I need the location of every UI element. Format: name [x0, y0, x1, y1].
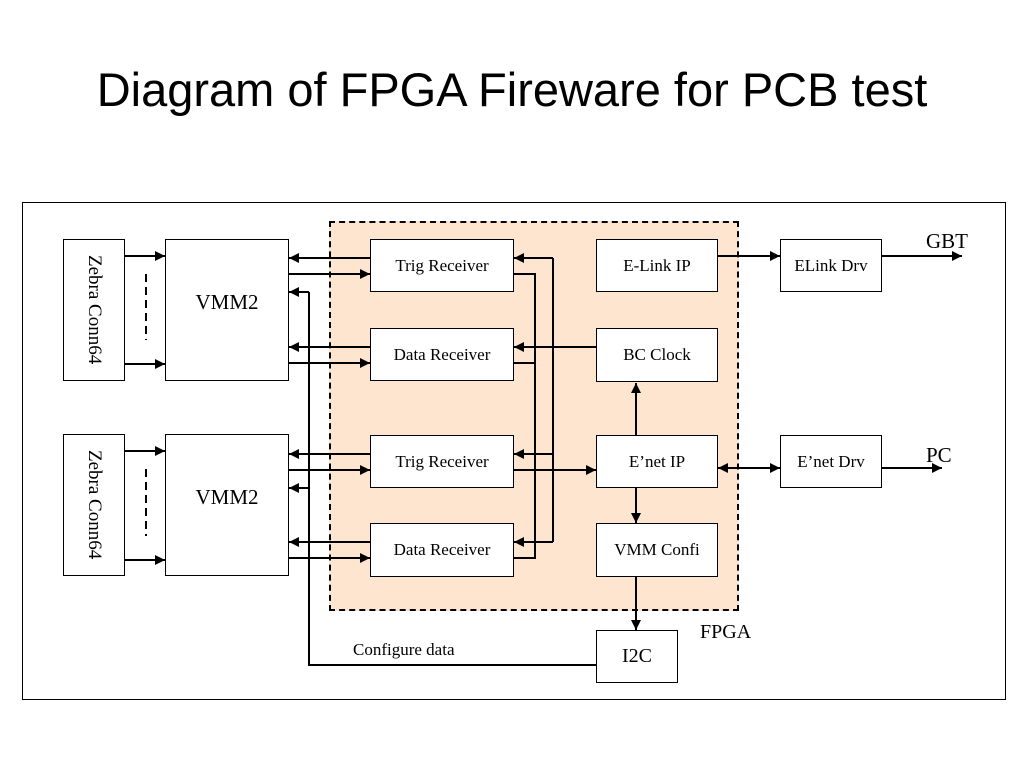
configure-data-label: Configure data — [353, 640, 455, 659]
fpga-label: FPGA — [700, 621, 752, 643]
elink-ip-label: E-Link IP — [623, 255, 691, 275]
diagram-frame — [22, 202, 1006, 700]
trig-receiver-1-label: Trig Receiver — [395, 255, 489, 275]
data-receiver-2: Data Receiver — [370, 523, 514, 577]
wire-configure-data — [308, 292, 596, 666]
zebra-conn-2: Zebra Conn64 — [63, 434, 125, 576]
vmm2-block-1-label: VMM2 — [195, 289, 259, 314]
wire-bus-c — [514, 470, 536, 559]
pc-label: PC — [926, 443, 952, 467]
vmm-confi-block: VMM Confi — [596, 523, 718, 577]
wire-bus-a — [514, 273, 536, 470]
slide-title: Diagram of FPGA Fireware for PCB test — [96, 63, 928, 116]
i2c-label: I2C — [622, 645, 652, 667]
enet-drv-block: E’net Drv — [780, 435, 882, 488]
i2c-block: I2C — [596, 630, 678, 683]
vmm2-block-2: VMM2 — [165, 434, 289, 576]
trig-receiver-2: Trig Receiver — [370, 435, 514, 488]
zebra-conn-1-label: Zebra Conn64 — [84, 255, 105, 365]
zebra-conn-2-label: Zebra Conn64 — [84, 450, 105, 560]
enet-ip-block: E’net IP — [596, 435, 718, 488]
vmm2-block-2-label: VMM2 — [195, 484, 259, 509]
enet-ip-label: E’net IP — [628, 451, 686, 471]
data-receiver-1-label: Data Receiver — [393, 344, 491, 364]
bc-clock-label: BC Clock — [623, 345, 691, 364]
trig-receiver-2-label: Trig Receiver — [395, 451, 489, 471]
bc-clock-block: BC Clock — [596, 328, 718, 382]
elink-drv-block: ELink Drv — [780, 239, 882, 292]
enet-drv-label: E’net Drv — [797, 451, 865, 471]
gbt-label: GBT — [926, 229, 968, 253]
data-receiver-1: Data Receiver — [370, 328, 514, 381]
zebra-conn-1: Zebra Conn64 — [63, 239, 125, 381]
data-receiver-2-label: Data Receiver — [393, 540, 491, 559]
vmm2-block-1: VMM2 — [165, 239, 289, 381]
elink-ip-block: E-Link IP — [596, 239, 718, 292]
vmm-confi-label: VMM Confi — [614, 540, 700, 559]
elink-drv-label: ELink Drv — [794, 255, 868, 275]
trig-receiver-1: Trig Receiver — [370, 239, 514, 292]
